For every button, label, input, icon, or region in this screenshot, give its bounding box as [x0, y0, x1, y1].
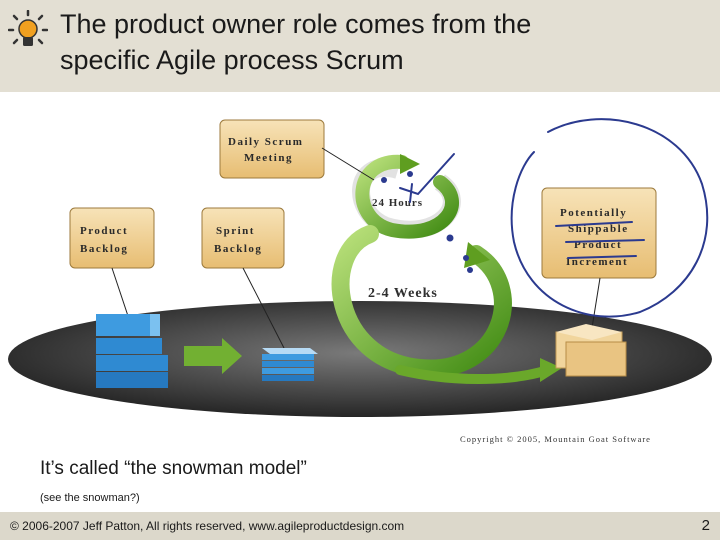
backlog-arrow-1 — [184, 338, 242, 374]
sprint-backlog-stack — [262, 348, 318, 381]
sprint-backlog-line-2: Backlog — [214, 243, 262, 255]
increment-line-2: Shippable — [568, 223, 629, 235]
floor-ellipse — [8, 301, 712, 417]
scrum-snowman-diagram: 24 Hours 2-4 Weeks Daily Scrum Meeting P… — [8, 118, 712, 444]
daily-scrum-pointer — [321, 147, 375, 181]
sprint-backlog-line-1: Sprint — [216, 225, 255, 237]
handwritten-annotations — [399, 118, 709, 318]
output-arrow — [395, 365, 553, 384]
increment-line-1: Potentially — [560, 207, 627, 219]
increment-line-4: Increment — [566, 256, 628, 268]
daily-scrum-line-1: Daily Scrum — [228, 136, 303, 148]
slide-subcaption: (see the snowman?) — [40, 492, 140, 504]
output-arrowhead — [540, 358, 562, 382]
weeks-label: 2-4 Weeks — [368, 286, 438, 301]
product-backlog-box: Product Backlog — [69, 207, 155, 269]
daily-scrum-box: Daily Scrum Meeting — [219, 119, 325, 179]
hours-label: 24 Hours — [372, 197, 423, 209]
slide-title: The product owner role comes from the sp… — [60, 6, 710, 78]
sprint-backlog-box: Sprint Backlog — [201, 207, 285, 269]
diagram-copyright: Copyright © 2005, Mountain Goat Software — [460, 434, 651, 444]
increment-pointer — [591, 277, 601, 329]
sprint-cycle-ring — [331, 225, 512, 378]
page-number: 2 — [701, 517, 710, 534]
product-backlog-pointer — [111, 267, 129, 317]
lightbulb-icon — [8, 10, 48, 46]
title-line-1: The product owner role comes from the — [60, 9, 532, 39]
slide-caption: It’s called “the snowman model” — [40, 458, 307, 479]
product-backlog-line-1: Product — [80, 225, 128, 237]
product-backlog-line-2: Backlog — [80, 243, 128, 255]
daily-scrum-line-2: Meeting — [244, 152, 293, 164]
increment-box: Potentially Shippable Product Increment — [541, 187, 657, 279]
snowman-dots — [381, 171, 473, 273]
product-backlog-stack — [96, 314, 168, 388]
slide-header: The product owner role comes from the sp… — [0, 0, 720, 92]
slide-footer: © 2006-2007 Jeff Patton, All rights rese… — [0, 512, 720, 540]
title-line-2: specific Agile process Scrum — [60, 45, 404, 75]
footer-copyright: © 2006-2007 Jeff Patton, All rights rese… — [10, 519, 405, 533]
daily-cycle-ring — [352, 154, 461, 239]
sprint-backlog-pointer — [242, 267, 285, 349]
increment-cartons — [555, 324, 627, 377]
